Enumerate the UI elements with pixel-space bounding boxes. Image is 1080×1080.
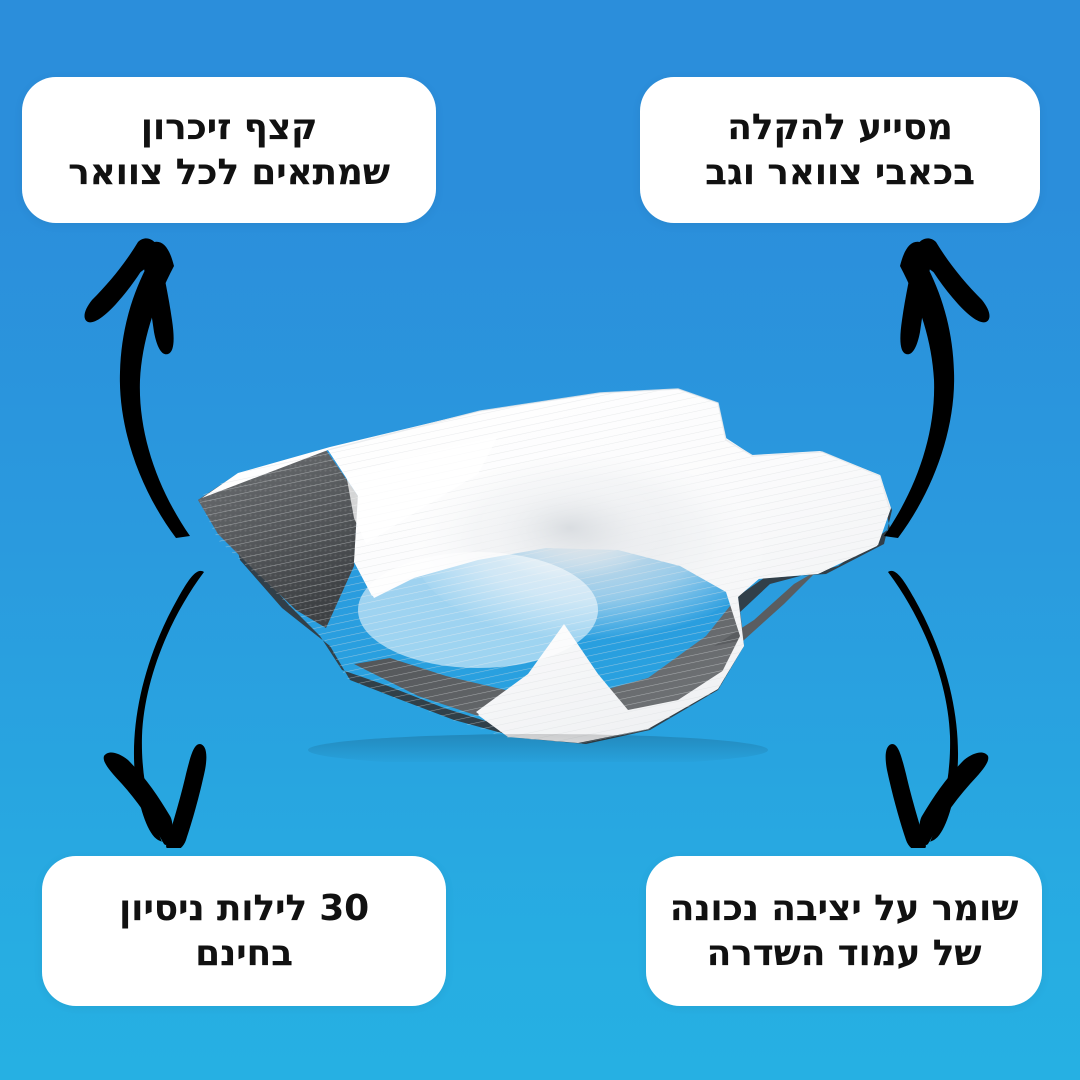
callout-pain-relief: מסייע להקלה בכאבי צוואר וגב: [640, 77, 1040, 223]
callout-trial-nights: 30 לילות ניסיון בחינם: [42, 856, 446, 1006]
callout-spine-posture: שומר על יציבה נכונה של עמוד השדרה: [646, 856, 1042, 1006]
callout-memory-foam-text: קצף זיכרון שמתאים לכל צוואר: [68, 106, 390, 193]
callout-memory-foam: קצף זיכרון שמתאים לכל צוואר: [22, 77, 436, 223]
product-image-pillow: [178, 378, 902, 762]
callout-spine-posture-text: שומר על יציבה נכונה של עמוד השדרה: [669, 887, 1019, 974]
callout-trial-nights-text: 30 לילות ניסיון בחינם: [119, 887, 369, 974]
callout-pain-relief-text: מסייע להקלה בכאבי צוואר וגב: [705, 106, 975, 193]
